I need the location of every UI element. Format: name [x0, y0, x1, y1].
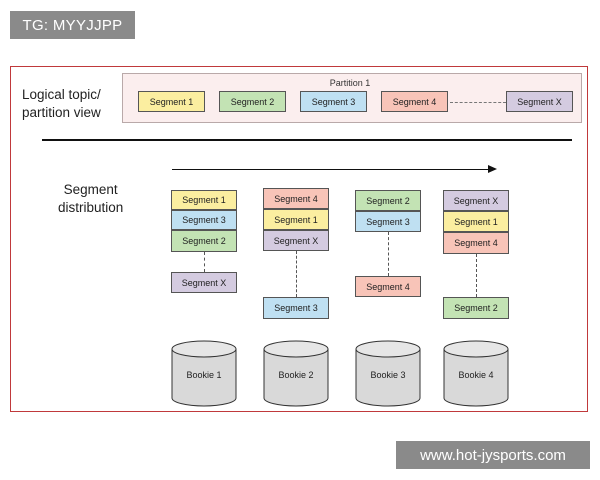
bookie-4-storage: Bookie 4: [442, 340, 510, 408]
bookie3-connector: [388, 232, 389, 276]
bookie1-connector: [204, 252, 205, 272]
bookie1-segment-1: Segment 1: [171, 190, 237, 210]
bookie-2-storage: Bookie 2: [262, 340, 330, 408]
watermark-top-label: TG: MYYJJPP: [10, 11, 135, 39]
bookie-3-label: Bookie 3: [370, 370, 406, 380]
cylinder-icon: [171, 340, 237, 407]
partition-segment-2: Segment 2: [219, 91, 286, 112]
partition-segment-4: Segment 4: [381, 91, 448, 112]
bookie4-segment-2: Segment 2: [443, 297, 509, 319]
bookie2-segment-x: Segment X: [263, 230, 329, 251]
watermark-bottom-label: www.hot-jysports.com: [396, 441, 590, 469]
partition-segment-3: Segment 3: [300, 91, 367, 112]
bookie1-segment-2: Segment 2: [171, 230, 237, 252]
partition-segment-1: Segment 1: [138, 91, 205, 112]
bookie2-connector: [296, 251, 297, 297]
bookie4-connector: [476, 254, 477, 297]
bookie-2-label: Bookie 2: [278, 370, 314, 380]
cylinder-icon: [443, 340, 509, 407]
bookie2-segment-4: Segment 4: [263, 188, 329, 209]
logical-view-caption-line1: Logical topic/: [22, 87, 101, 102]
cylinder-icon: [355, 340, 421, 407]
logical-view-caption-line2: partition view: [22, 105, 101, 120]
partition-segment-x: Segment X: [506, 91, 573, 112]
bookie-1-storage: Bookie 1: [170, 340, 238, 408]
bookie3-segment-3: Segment 3: [355, 211, 421, 232]
logical-view-caption: Logical topic/ partition view: [22, 86, 101, 122]
bookie1-segment-x: Segment X: [171, 272, 237, 293]
cylinder-icon: [263, 340, 329, 407]
segment-distribution-caption-line2: distribution: [58, 200, 124, 215]
bookie3-segment-2: Segment 2: [355, 190, 421, 211]
bookie3-segment-4: Segment 4: [355, 276, 421, 297]
bookie4-segment-1: Segment 1: [443, 211, 509, 232]
bookie2-segment-3: Segment 3: [263, 297, 329, 319]
segment-distribution-caption-line1: Segment: [63, 182, 118, 197]
bookie-4-label: Bookie 4: [458, 370, 494, 380]
bookie-3-storage: Bookie 3: [354, 340, 422, 408]
distribution-arrow-line: [172, 169, 490, 170]
partition-ellipsis-dash: [450, 102, 506, 103]
bookie2-segment-1: Segment 1: [263, 209, 329, 230]
bookie1-segment-3: Segment 3: [171, 210, 237, 230]
bookie4-segment-4: Segment 4: [443, 232, 509, 254]
partition-title: Partition 1: [329, 78, 371, 88]
segment-distribution-caption: Segment distribution: [58, 181, 123, 217]
bookie-1-label: Bookie 1: [186, 370, 222, 380]
bookie4-segment-x: Segment X: [443, 190, 509, 211]
section-divider: [42, 139, 572, 141]
distribution-arrow-head: [488, 165, 497, 173]
